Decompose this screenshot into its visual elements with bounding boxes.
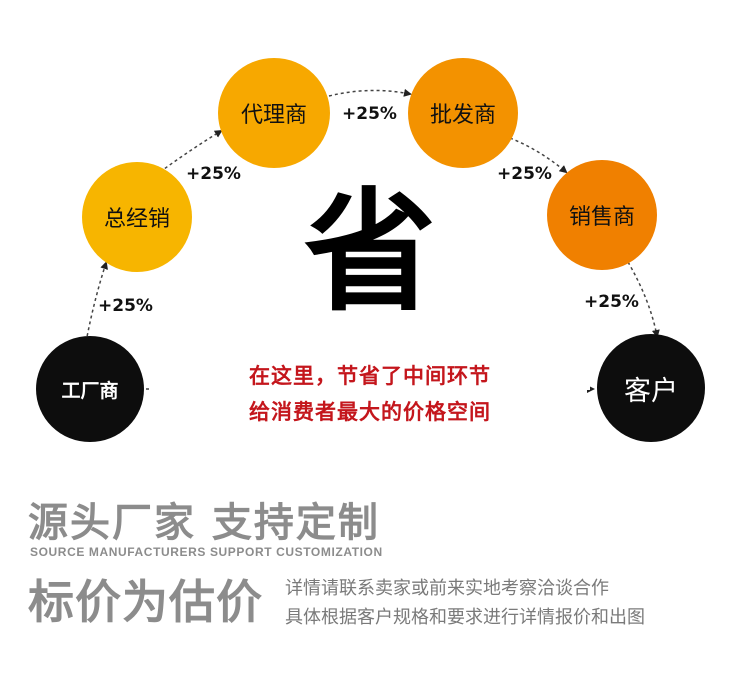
- save-character: 省: [304, 176, 436, 330]
- agent-node: 代理商: [218, 58, 330, 168]
- customer-node: 客户: [597, 334, 705, 442]
- detail-line-2: 具体根据客户规格和要求进行详情报价和出图: [285, 607, 645, 628]
- markup-label-2: +25%: [186, 164, 241, 184]
- save-message-line-2: 给消费者最大的价格空间: [150, 396, 590, 426]
- connector-arrows: [85, 88, 660, 393]
- arrow-factory-to-distributor: [85, 261, 108, 343]
- arrow-distributor-to-agent: [159, 129, 223, 173]
- wholesaler-node: 批发商: [408, 58, 518, 168]
- source-subheading: SOURCE MANUFACTURERS SUPPORT CUSTOMIZATI…: [30, 545, 383, 559]
- markup-label-4: +25%: [497, 164, 552, 184]
- agent-label: 代理商: [240, 103, 307, 128]
- arrow-agent-to-wholesaler: [328, 88, 412, 97]
- arrow-retailer-to-customer: [627, 261, 660, 338]
- factory-label: 工厂商: [61, 379, 119, 402]
- save-message-line-1: 在这里，节省了中间环节: [150, 360, 590, 390]
- wholesaler-label: 批发商: [429, 103, 496, 128]
- price-estimate-title: 标价为估价: [28, 575, 263, 629]
- detail-line-1: 详情请联系卖家或前来实地考察洽谈合作: [285, 578, 609, 599]
- distributor-label: 总经销: [103, 207, 170, 232]
- retailer-label: 销售商: [568, 205, 635, 230]
- markup-label-5: +25%: [584, 292, 639, 312]
- markup-label-1: +25%: [98, 296, 153, 316]
- customer-label: 客户: [624, 375, 678, 407]
- arrow-wholesaler-to-retailer: [509, 137, 568, 174]
- source-heading: 源头厂家 支持定制: [28, 500, 380, 546]
- markup-label-3: +25%: [342, 104, 397, 124]
- supply-chain-diagram: 工厂商 总经销 代理商 批发商 销售商 客户 +25% +25% +25% +2…: [36, 58, 705, 442]
- factory-node: 工厂商: [36, 336, 144, 442]
- distributor-node: 总经销: [82, 162, 192, 272]
- retailer-node: 销售商: [547, 160, 657, 270]
